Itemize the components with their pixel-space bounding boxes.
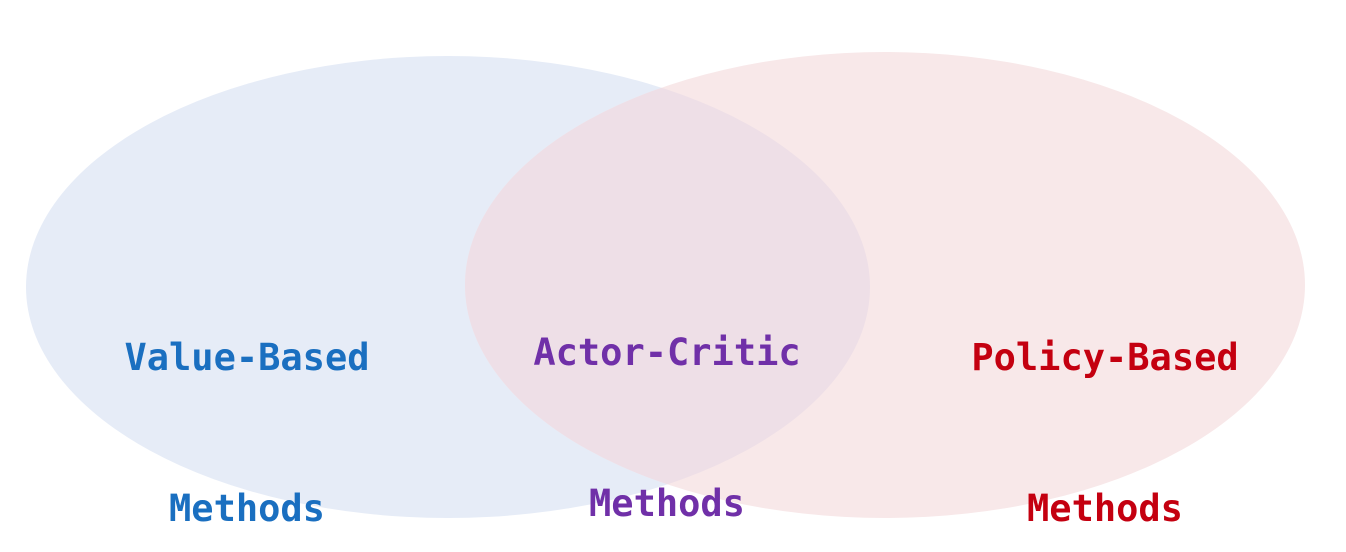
- right-set-label-line-1: Policy-Based: [971, 335, 1239, 379]
- intersection-label: Actor-Critic Methods: [477, 227, 857, 552]
- left-set-label: Value-Based Methods: [57, 232, 437, 552]
- left-set-label-line-2: Methods: [169, 486, 325, 530]
- right-set-label-line-2: Methods: [1027, 486, 1183, 530]
- intersection-region: [465, 56, 870, 518]
- intersection-label-line-2: Methods: [589, 481, 745, 525]
- left-set-label-line-1: Value-Based: [124, 335, 370, 379]
- intersection-label-line-1: Actor-Critic: [533, 330, 801, 374]
- right-set-label: Policy-Based Methods: [915, 232, 1295, 552]
